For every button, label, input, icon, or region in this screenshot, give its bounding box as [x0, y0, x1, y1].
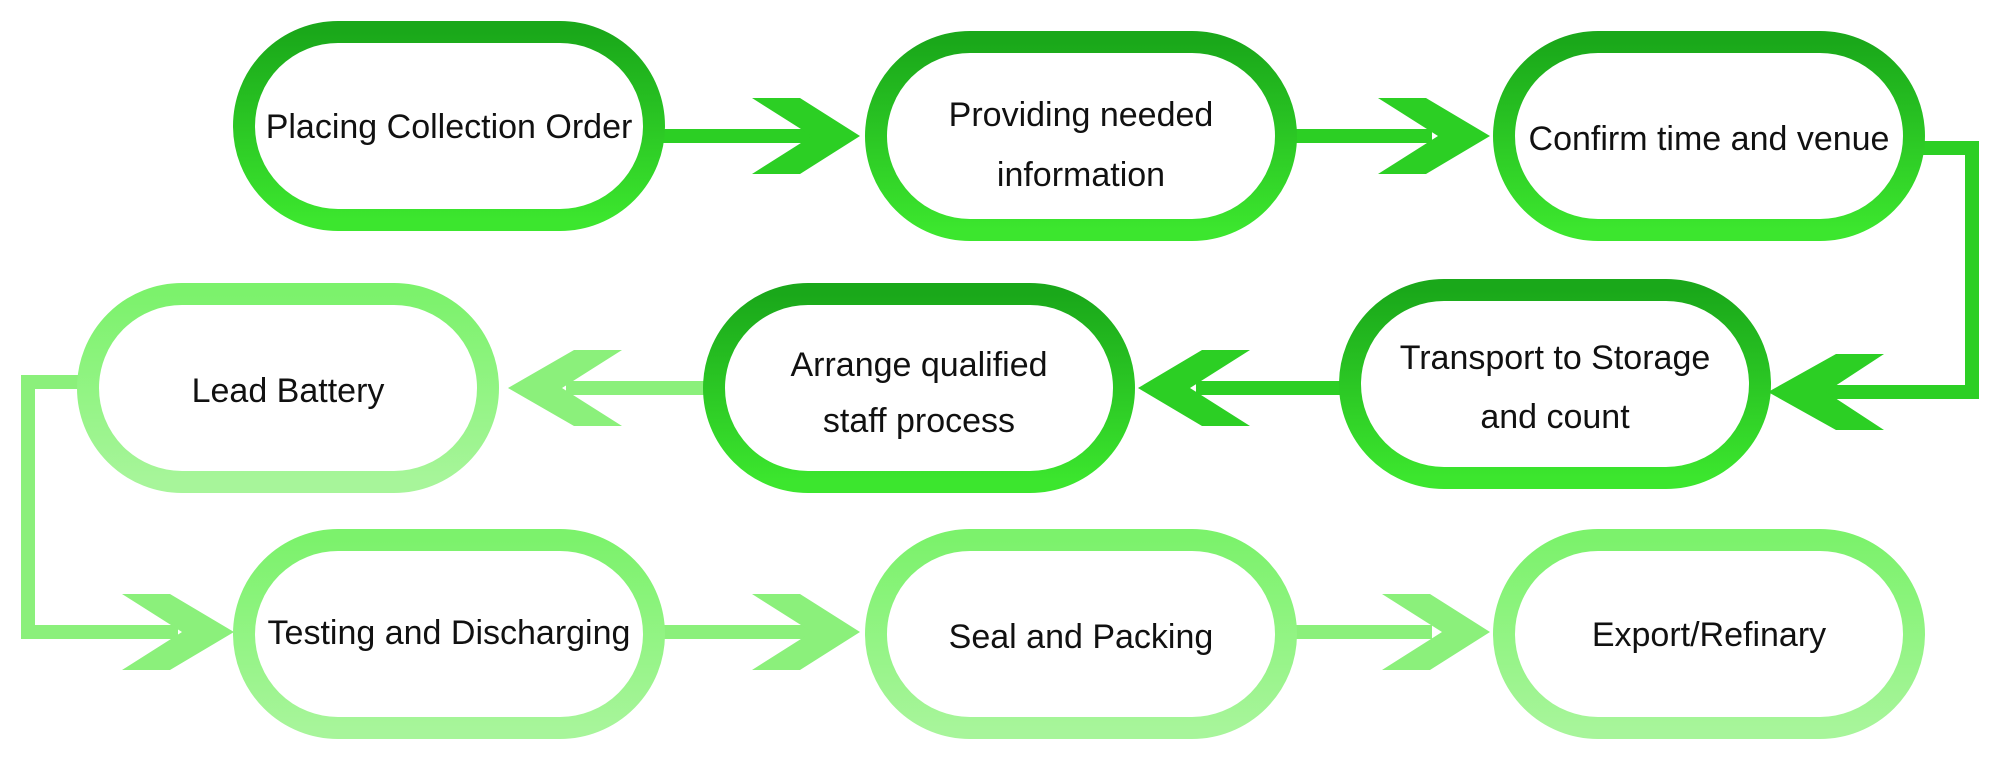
connectors [21, 98, 1979, 670]
arrow-head-testing-to-seal [752, 594, 860, 670]
connector-lead-to-testing [21, 375, 178, 639]
node-label: Testing and Discharging [268, 614, 631, 652]
node-label-line-2: and count [1480, 398, 1630, 436]
arrow-head-placing-to-providing [752, 98, 860, 174]
node-testing-and-discharging: Testing and Discharging [233, 529, 665, 739]
node-shape [865, 529, 1297, 739]
node-seal-and-packing: Seal and Packing [865, 529, 1297, 739]
nodes: Placing Collection Order Providing neede… [77, 21, 1925, 739]
node-label-line-1: Arrange qualified [790, 346, 1047, 384]
node-transport-to-storage: Transport to Storage and count [1339, 279, 1771, 489]
node-label-line-1: Transport to Storage [1400, 339, 1711, 377]
node-arrange-qualified-staff: Arrange qualified staff process [703, 283, 1135, 493]
node-label-line-1: Providing needed [949, 96, 1214, 134]
arrow-head-lead-to-testing [122, 594, 234, 670]
node-label-line-2: staff process [823, 402, 1015, 440]
node-shape [1339, 279, 1771, 489]
node-shape [865, 31, 1297, 241]
arrow-head-seal-to-export [1382, 594, 1490, 670]
node-shape [233, 21, 665, 231]
node-shape [77, 283, 499, 493]
node-label: Export/Refinary [1592, 616, 1826, 654]
node-placing-collection-order: Placing Collection Order [233, 21, 665, 231]
node-shape [703, 283, 1135, 493]
arrow-head-arrange-to-lead [508, 350, 622, 426]
node-label: Confirm time and venue [1529, 120, 1890, 158]
node-label: Placing Collection Order [266, 108, 633, 146]
node-export-refinary: Export/Refinary [1493, 529, 1925, 739]
node-label-line-2: information [997, 156, 1165, 194]
node-confirm-time-and-venue: Confirm time and venue [1493, 31, 1925, 241]
node-label: Lead Battery [192, 372, 385, 410]
node-shape [233, 529, 665, 739]
node-shape [1493, 31, 1925, 241]
arrow-head-confirm-to-transport [1768, 354, 1884, 430]
connector-confirm-to-transport [1826, 141, 1979, 399]
node-lead-battery: Lead Battery [77, 283, 499, 493]
arrow-head-providing-to-confirm [1378, 98, 1490, 174]
node-shape [1493, 529, 1925, 739]
node-label: Seal and Packing [949, 618, 1214, 656]
arrow-head-transport-to-arrange [1138, 350, 1250, 426]
node-providing-needed-information: Providing needed information [865, 31, 1297, 241]
